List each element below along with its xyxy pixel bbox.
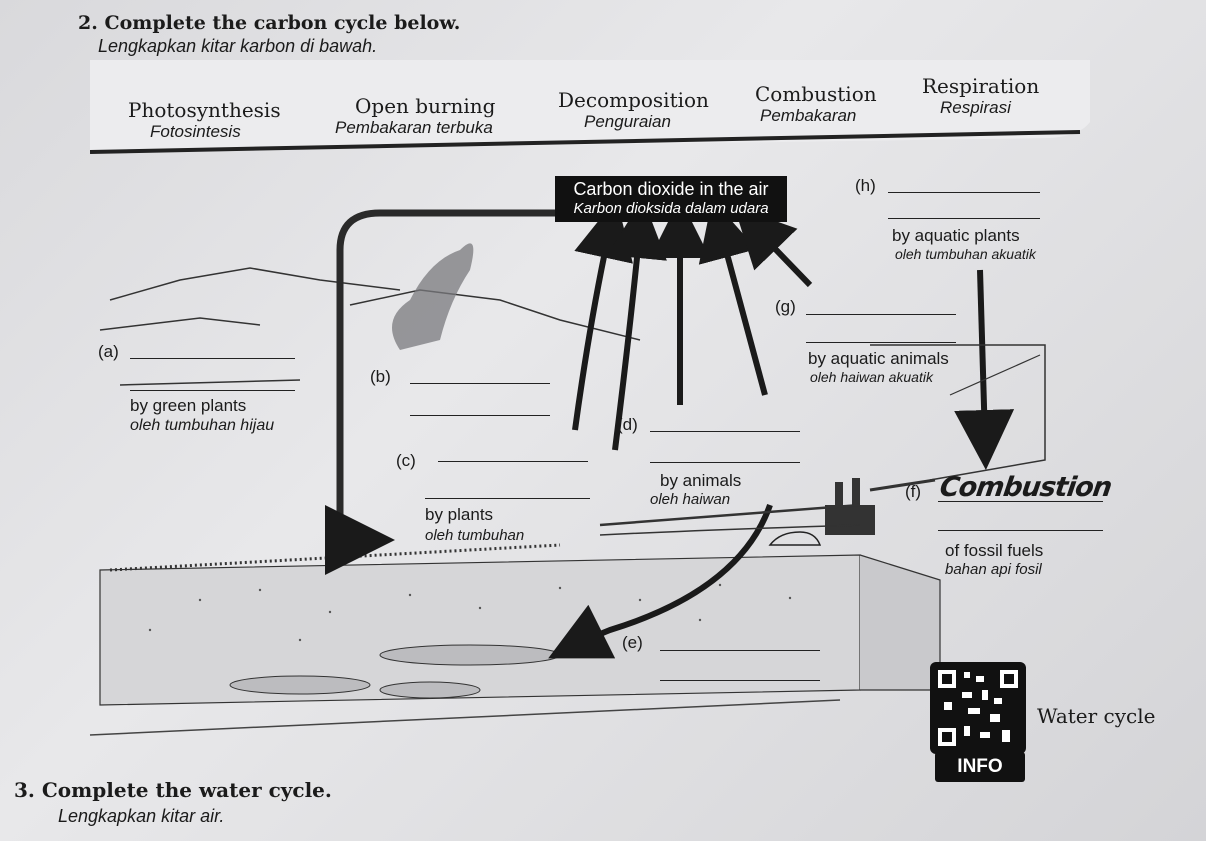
co2-label: Carbon dioxide in the air [573,179,769,199]
question-2-title: 2. Complete the carbon cycle below. [78,12,461,34]
blank-f-line-2[interactable] [938,530,1103,531]
label-c: (c) [396,451,416,470]
co2-in-air-box: Carbon dioxide in the air Karbon dioksid… [555,176,787,222]
label-g: (g) [775,297,796,316]
blank-h-line-1[interactable] [888,192,1040,193]
question-2-subtitle: Lengkapkan kitar karbon di bawah. [98,36,378,56]
label-b: (b) [370,367,391,386]
word-bank-decomposition: Decomposition [558,88,709,112]
word-bank-photosynthesis-ms: Fotosintesis [150,122,241,141]
word-bank-respiration: Respiration [922,74,1040,98]
label-a: (a) [98,342,119,361]
fossil-fuels-label: of fossil fuels [945,541,1044,560]
info-badge[interactable]: INFO [935,752,1025,782]
question-3-subtitle: Lengkapkan kitar air. [58,806,225,826]
aquatic-plants-label-ms: oleh tumbuhan akuatik [895,246,1036,262]
animals-label-ms: oleh haiwan [650,491,731,508]
green-plants-label: by green plants [130,396,247,415]
plants-label: by plants [425,505,494,524]
aquatic-plants-label: by aquatic plants [892,226,1020,245]
co2-label-ms: Karbon dioksida dalam udara [573,200,769,217]
word-bank-open-burning: Open burning [355,94,496,118]
blank-b-line-2[interactable] [410,415,550,416]
word-bank-banner [90,60,1090,154]
blank-c-line-2[interactable] [425,498,590,499]
blank-c-line-1[interactable] [438,461,588,462]
blank-b-line-1[interactable] [410,383,550,384]
label-h: (h) [855,176,876,195]
fossil-fuels-label-ms: bahan api fosil [945,561,1042,578]
word-bank-open-burning-ms: Pembakaran terbuka [335,118,493,137]
word-bank-decomposition-ms: Penguraian [584,112,671,131]
word-bank-combustion: Combustion [755,82,877,106]
plants-label-ms: oleh tumbuhan [425,527,525,544]
word-bank-photosynthesis: Photosynthesis [128,98,281,122]
blank-h-line-2[interactable] [888,218,1040,219]
label-d: (d) [617,415,638,434]
animals-label: by animals [660,471,742,490]
aquatic-animals-label-ms: oleh haiwan akuatik [810,369,933,385]
water-cycle-link[interactable]: Water cycle [1037,704,1156,728]
blank-g-line-2[interactable] [806,342,956,343]
blank-e-line-2[interactable] [660,680,820,681]
label-e: (e) [622,633,643,652]
qr-code-icon[interactable] [930,662,1026,754]
word-bank-respiration-ms: Respirasi [940,98,1011,117]
word-bank-combustion-ms: Pembakaran [760,106,857,125]
blank-a-line-2[interactable] [130,390,295,391]
blank-f-line-1[interactable] [938,501,1103,502]
blank-d-line-1[interactable] [650,431,800,432]
blank-e-line-1[interactable] [660,650,820,651]
blank-g-line-1[interactable] [806,314,956,315]
question-3-title: 3. Complete the water cycle. [14,778,332,802]
blank-d-line-2[interactable] [650,462,800,463]
blank-a-line-1[interactable] [130,358,295,359]
answer-f-handwritten[interactable]: Combustion [937,472,1114,503]
label-f: (f) [905,482,922,501]
aquatic-animals-label: by aquatic animals [808,349,949,368]
green-plants-label-ms: oleh tumbuhan hijau [130,417,275,434]
